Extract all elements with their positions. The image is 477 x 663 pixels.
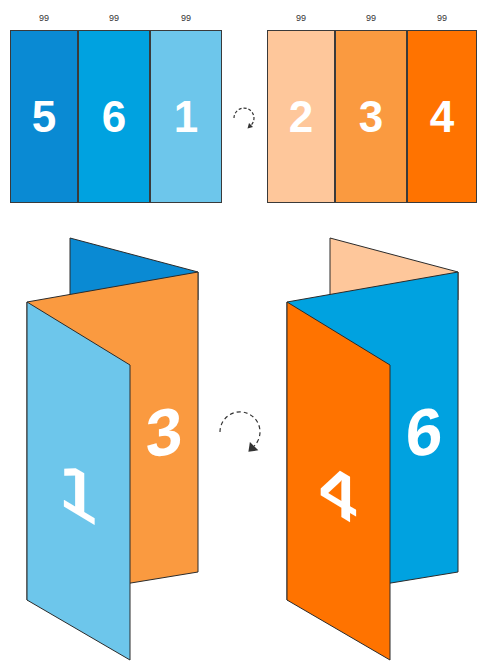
panel-number: 3 [359, 95, 383, 139]
panel-number: 4 [430, 95, 454, 139]
folded-panel: 4 [287, 302, 390, 660]
arrow-head [248, 123, 254, 129]
dimension-label: 99 [366, 14, 376, 23]
sheet-panel: 4 [407, 30, 477, 203]
rotate-arrow [234, 108, 254, 125]
sheet-panel: 1 [150, 30, 222, 203]
panel-shape [27, 272, 198, 600]
panel-number: 3 [146, 396, 183, 468]
dimension-label: 99 [181, 14, 191, 23]
sheet-panel: 6 [78, 30, 150, 203]
sheet-panel: 2 [267, 30, 335, 203]
sheet-panel: 3 [335, 30, 407, 203]
panel-number: 6 [406, 396, 443, 468]
panel-number: 5 [32, 95, 56, 139]
panel-shape [287, 272, 458, 600]
sheet-panel: 5 [10, 30, 78, 203]
panel-number: 6 [102, 95, 126, 139]
dimension-label: 99 [437, 14, 447, 23]
arrow-head [248, 442, 258, 452]
dimension-label: 99 [39, 14, 49, 23]
dimension-label: 99 [109, 14, 119, 23]
dimension-label: 99 [296, 14, 306, 23]
rotate-arrow [220, 412, 260, 446]
panel-shape [287, 302, 390, 660]
folded-panel: 1 [27, 302, 130, 660]
panel-number: 1 [174, 95, 198, 139]
panel-number: 2 [289, 95, 313, 139]
panel-shape [27, 302, 130, 660]
